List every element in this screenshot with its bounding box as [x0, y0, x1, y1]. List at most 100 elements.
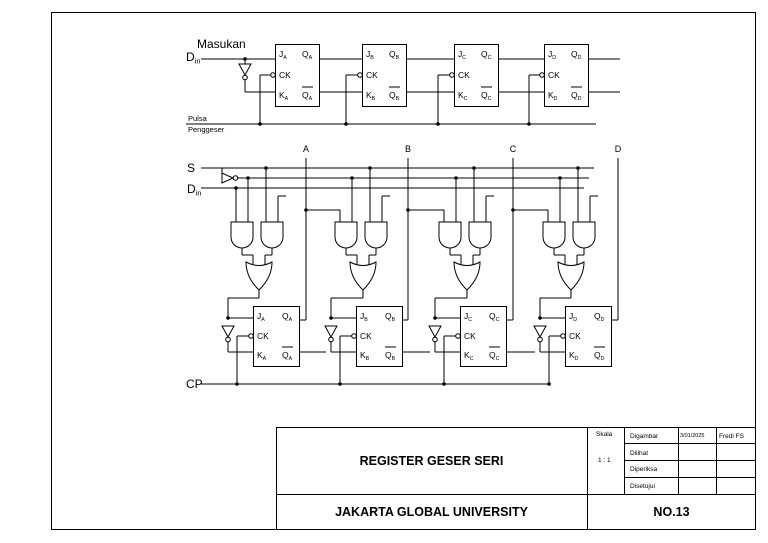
top-ff-k-label: KD: [548, 90, 558, 102]
inverter-icon: [428, 325, 442, 339]
bottom-ff-ck-label: CK: [257, 331, 269, 341]
output-d-label: D: [615, 144, 622, 154]
bottom-flipflop-c: [460, 306, 507, 367]
data-input-label: Din: [186, 50, 200, 66]
junction-dot: [558, 176, 562, 180]
bottom-ff-ck-label: CK: [360, 331, 372, 341]
and-gate-icon: [542, 221, 566, 249]
drawing-title: REGISTER GESER SERI: [359, 453, 504, 468]
junction-dot: [344, 122, 348, 126]
and-gate-icon: [438, 221, 462, 249]
title-block: [276, 427, 756, 530]
junction-dot: [226, 316, 230, 320]
junction-dot: [235, 382, 239, 386]
top-ff-k-label: KA: [279, 90, 289, 102]
junction-dot: [258, 122, 262, 126]
top-ff-k-label: KC: [458, 90, 468, 102]
bottom-ff-q-label: QC: [489, 311, 500, 323]
junction-dot: [436, 122, 440, 126]
inverter-icon: [221, 325, 235, 339]
top-ff-j-label: JC: [458, 49, 466, 61]
inversion-bubble: [351, 333, 357, 339]
junction-dot: [527, 122, 531, 126]
top-flipflop-d: [544, 44, 589, 107]
bottom-ff-q-label: QA: [282, 311, 293, 323]
bottom-ff-ck-label: CK: [464, 331, 476, 341]
output-b-label: B: [405, 144, 411, 154]
inversion-bubble: [455, 333, 461, 339]
junction-dot: [264, 166, 268, 170]
and-gate-icon: [334, 221, 358, 249]
bottom-ff-j-label: JC: [464, 311, 472, 323]
top-ff-j-label: JA: [279, 49, 287, 61]
top-ff-ck-label: CK: [279, 70, 291, 80]
bottom-flipflop-a: [253, 306, 300, 367]
drawing-number: NO.13: [653, 505, 690, 519]
bottom-ff-j-label: JA: [257, 311, 265, 323]
junction-dot: [234, 186, 238, 190]
top-ff-q-label: QB: [389, 49, 400, 61]
or-gate-icon: [245, 261, 273, 291]
seen-label: Dilihat: [630, 450, 649, 457]
inversion-bubble: [328, 336, 334, 343]
drawn-author: Fredi FS: [719, 433, 744, 440]
bottom-data-input-label: Din: [187, 182, 201, 198]
top-flipflop-c: [454, 44, 499, 107]
junction-dot: [511, 208, 515, 212]
inversion-bubble: [560, 333, 566, 339]
junction-dot: [442, 382, 446, 386]
bottom-ff-qbar-label: QD: [594, 350, 605, 362]
top-ff-ck-label: CK: [458, 70, 470, 80]
top-ff-qbar-label: QA: [302, 90, 313, 102]
top-flipflop-a: [275, 44, 320, 107]
institution-name: JAKARTA GLOBAL UNIVERSITY: [335, 505, 528, 519]
and-gate-icon: [572, 221, 596, 249]
scale-label: Skala: [596, 431, 613, 438]
junction-dot: [547, 382, 551, 386]
junction-dot: [350, 176, 354, 180]
bottom-ff-qbar-label: QB: [385, 350, 396, 362]
junction-dot: [246, 176, 250, 180]
bottom-ff-qbar-label: QC: [489, 350, 500, 362]
bottom-ff-k-label: KB: [360, 350, 370, 362]
bottom-ff-ck-label: CK: [569, 331, 581, 341]
top-ff-qbar-label: QD: [571, 90, 582, 102]
junction-dot: [576, 166, 580, 170]
bottom-ff-q-label: QB: [385, 311, 396, 323]
bottom-ff-k-label: KC: [464, 350, 474, 362]
inversion-bubble: [539, 72, 545, 78]
inverter-icon: [238, 63, 252, 77]
inverter-icon: [533, 325, 547, 339]
inversion-bubble: [357, 72, 363, 78]
bottom-ff-q-label: QD: [594, 311, 605, 323]
junction-dot: [338, 382, 342, 386]
and-gate-icon: [260, 221, 284, 249]
inversion-bubble: [242, 74, 248, 81]
junction-dot: [368, 166, 372, 170]
clock-label-line1: Pulsa: [188, 114, 208, 123]
input-label: Masukan: [197, 37, 246, 51]
inversion-bubble: [248, 333, 254, 339]
and-gate-icon: [230, 221, 254, 249]
junction-dot: [406, 208, 410, 212]
inversion-bubble: [537, 336, 543, 343]
drawn-label: Digambar: [630, 433, 659, 440]
top-ff-q-label: QA: [302, 49, 313, 61]
scale-value: 1 : 1: [598, 457, 611, 464]
top-ff-ck-label: CK: [366, 70, 378, 80]
top-ff-qbar-label: QB: [389, 90, 400, 102]
and-gate-icon: [364, 221, 388, 249]
junction-dot: [329, 316, 333, 320]
output-a-label: A: [303, 144, 309, 154]
top-ff-qbar-label: QC: [481, 90, 492, 102]
bottom-ff-qbar-label: QA: [282, 350, 293, 362]
top-ff-k-label: KB: [366, 90, 376, 102]
top-flipflop-b: [362, 44, 407, 107]
top-ff-j-label: JB: [366, 49, 374, 61]
bottom-ff-j-label: JD: [569, 311, 577, 323]
inversion-bubble: [270, 72, 276, 78]
checked-label: Diperiksa: [630, 466, 658, 473]
clock-label-line2: Penggeser: [188, 125, 225, 134]
junction-dot: [433, 316, 437, 320]
